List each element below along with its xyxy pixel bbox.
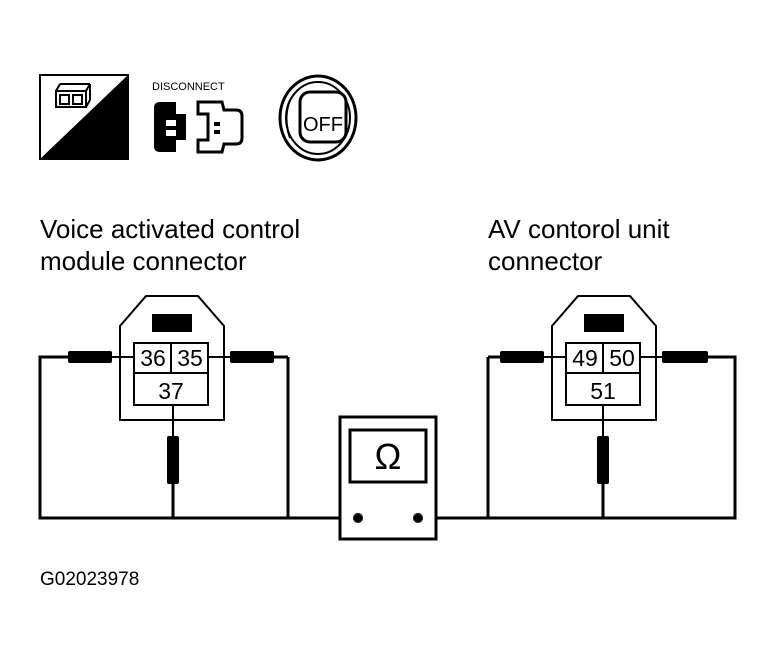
wiring [38,355,737,520]
right-probe-pin-49 [488,351,566,363]
ohm-symbol: Ω [375,436,402,477]
left-pin-37: 37 [158,378,184,404]
left-connector-title-line1: Voice activated control [40,214,300,244]
disconnect-label: DISCONNECT [152,81,225,93]
left-probe-pin-36 [68,351,134,363]
ts-connector-pictogram [55,83,91,108]
right-connector-title-line1: AV contorol unit [488,214,670,244]
left-connector-title-line2: module connector [40,246,247,276]
right-probe-pin-51 [597,405,609,484]
right-connector-title-line2: connector [488,246,603,276]
right-pin-49: 49 [572,345,598,371]
ts-icon: T.S. [39,74,129,160]
off-label: OFF [303,114,343,136]
ts-label: T.S. [85,136,119,158]
ohmmeter: Ω [338,415,438,541]
left-pin-35: 35 [177,345,203,371]
right-pin-51: 51 [590,378,616,404]
left-connector: 36 35 37 [119,295,225,421]
figure-id: G02023978 [40,569,139,590]
disconnect-icon: DISCONNECT [152,81,244,154]
left-probe-pin-35 [208,351,288,363]
ignition-off-icon: OFF [278,74,358,162]
right-probe-pin-50 [640,351,708,363]
meter-terminal-right [413,513,423,523]
left-pin-36: 36 [140,345,166,371]
right-connector: 49 50 51 [551,295,657,421]
meter-terminal-left [353,513,363,523]
left-probe-pin-37 [167,405,179,484]
right-pin-50: 50 [609,345,635,371]
